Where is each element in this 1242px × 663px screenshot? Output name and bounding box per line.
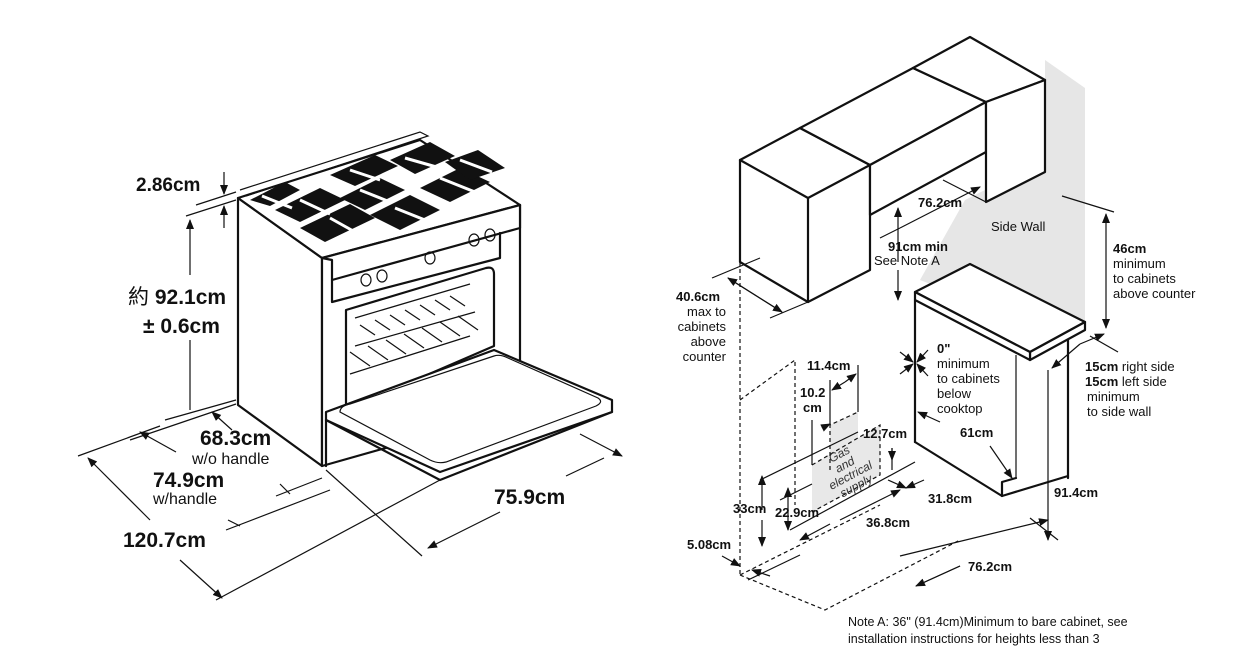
side-clearance-right: 15cm right side [1085,360,1175,374]
range-illustration [236,131,614,482]
max-depth-line-1: max to [686,304,726,319]
side-clearance-line-1: minimum [1087,389,1140,404]
gas-electrical-supply-area [812,425,880,512]
cooktop-height-label: 2.86cm [136,175,201,196]
burner-grates [250,142,505,242]
upper-cabinet-width-label: 76.2cm [918,195,963,210]
depth-no-handle-label: 68.3cm [200,427,272,450]
installation-dimension-lines [711,186,1119,587]
cutout-depth-label: 61cm [960,425,994,440]
side-clearance-right-text: right side [1121,359,1175,374]
side-clearance-right-value: 15cm [1085,359,1119,374]
depth-no-handle-note: w/o handle [192,451,270,468]
side-cabinet-line-1: minimum [1113,256,1166,271]
below-clearance-label: 0" [937,341,951,356]
oven-cavity [344,266,496,412]
note-a: Note A: 36" (91.4cm)Minimum to bare cabi… [848,614,1128,648]
max-depth-label: 40.6cm [676,289,721,304]
note-a-line-1: Note A: 36" (91.4cm)Minimum to bare cabi… [848,615,1128,629]
below-clearance-line-2: to cabinets [937,371,1000,386]
max-depth-line-3: above [690,334,726,349]
supply-width-label: 11.4cm [807,358,851,373]
knob-icon[interactable] [360,273,372,287]
below-clearance-line-1: minimum [937,356,990,371]
note-a-line-2: installation instructions for heights le… [848,631,1100,646]
knob-icon[interactable] [424,251,436,265]
side-clearance-line-2: to side wall [1087,404,1152,419]
floor-height-b-label: 22.9cm [775,505,820,520]
oven-racks [349,283,479,375]
side-cabinet-line-2: to cabinets [1113,271,1176,286]
below-clearance-line-4: cooktop [937,401,983,416]
side-cabinet-line-3: above counter [1113,286,1196,301]
floor-height-a-label: 33cm [733,501,767,516]
back-offset-label: 31.8cm [928,491,973,506]
installation-illustration [738,35,1087,611]
supply-height-top-label: 12.7cm [863,426,908,441]
side-cabinet-height-label: 46cm [1113,241,1147,256]
below-clearance-line-3: below [937,386,971,401]
range-height-label: 約 92.1cm [128,286,227,309]
height-value: 92.1cm [154,286,227,309]
max-depth-line-2: cabinets [677,319,726,334]
side-wall-label: Side Wall [991,219,1046,234]
depth-with-handle-note: w/handle [153,491,218,508]
height-tolerance-label: ± 0.6cm [143,315,220,338]
height-prefix: 約 [128,286,149,309]
knob-icon[interactable] [468,233,480,247]
depth-door-open-label: 120.7cm [123,529,206,552]
max-depth-line-4: counter [682,349,726,364]
cabinet-clearance-note: See Note A [874,253,940,268]
side-clearance-left-value: 15cm [1085,374,1119,389]
range-dimension-lines [77,172,623,601]
supply-span-label: 36.8cm [866,515,911,530]
side-clearance-left-text: left side [1121,374,1167,389]
side-clearance-left: 15cm left side [1085,375,1167,389]
knob-icon[interactable] [484,228,496,242]
depth-with-handle-label: 74.9cm [153,469,225,492]
supply-offset-value: 10.2 [800,385,826,400]
range-width-label: 75.9cm [494,486,566,509]
supply-offset-unit: cm [803,400,822,415]
cabinet-clearance-label: 91cm min [888,239,948,254]
knob-icon[interactable] [376,269,388,283]
opening-width-label: 76.2cm [968,559,1013,574]
floor-offset-label: 5.08cm [687,537,732,552]
counter-height-label: 91.4cm [1054,485,1099,500]
